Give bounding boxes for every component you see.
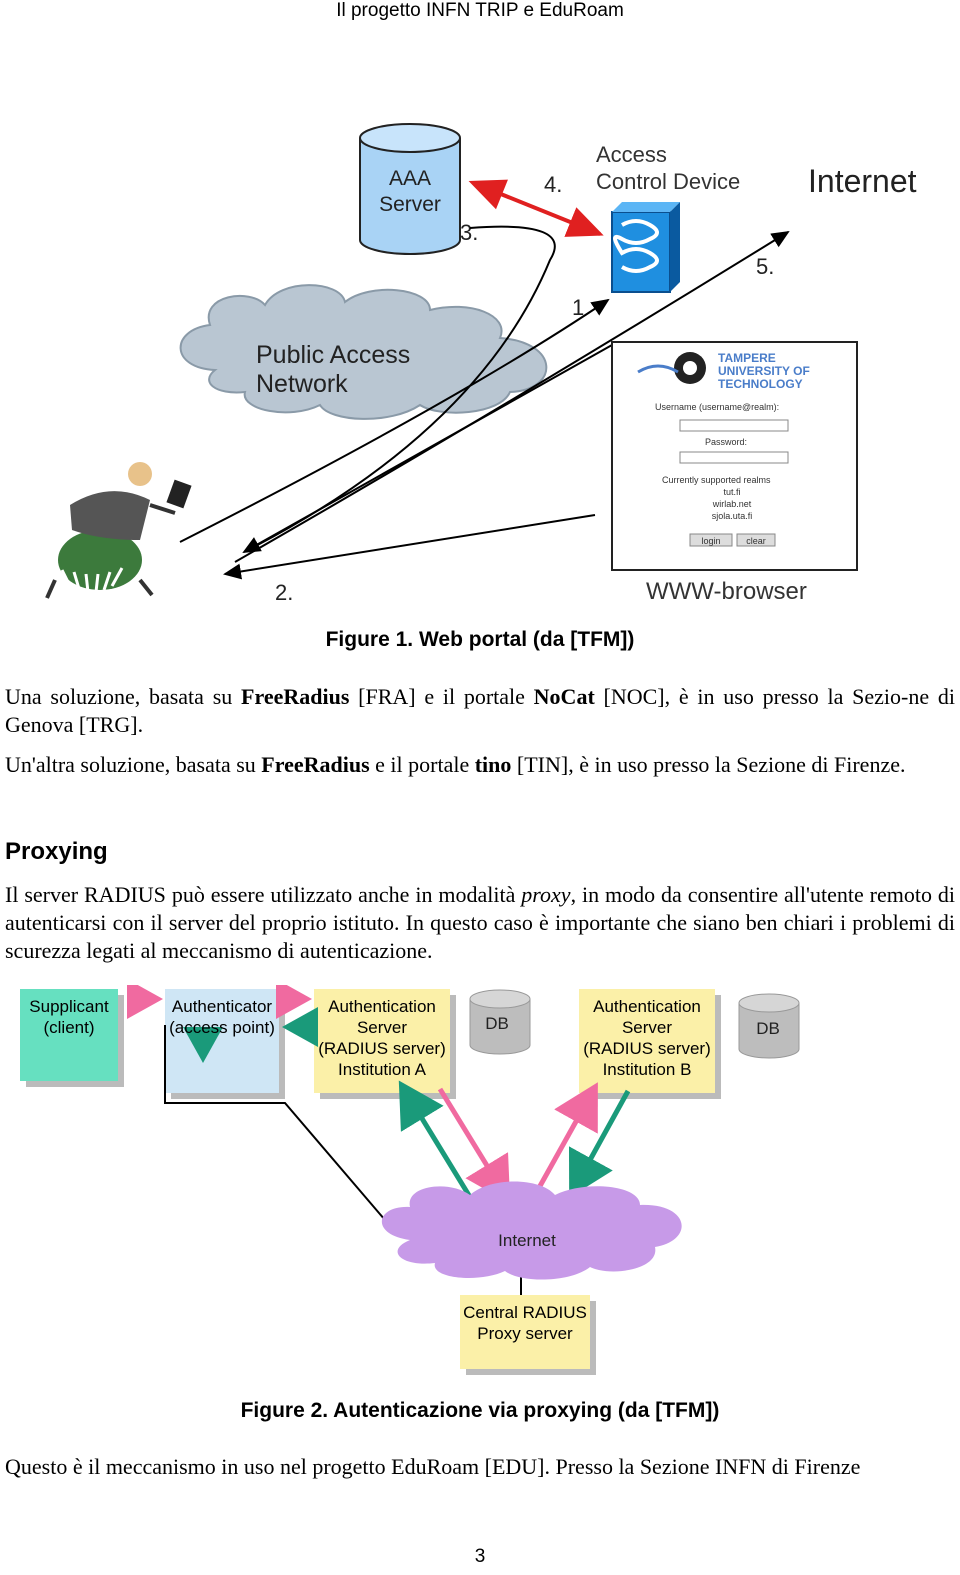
db-b-label: DB (756, 1019, 780, 1038)
paragraph-eduroam: Questo è il meccanismo in uso nel proget… (5, 1454, 861, 1479)
internet-label: Internet (808, 163, 917, 199)
user-with-laptop-icon (45, 462, 192, 599)
cloud-label-2: Network (256, 370, 348, 398)
logo-text-2: UNIVERSITY OF (718, 364, 810, 378)
auth-server-a-box (314, 989, 450, 1093)
access-label-2: Control Device (596, 169, 740, 194)
access-control-device-icon (611, 202, 680, 293)
aaa-label-1: AAA (389, 167, 431, 190)
step-5-arrow (234, 230, 790, 563)
step-1-arrow (179, 298, 610, 543)
running-header: Il progetto INFN TRIP e EduRoam (336, 0, 624, 21)
authenticator-to-internet-line (164, 1025, 386, 1221)
figure-1-caption: Figure 1. Web portal (da [TFM]) (325, 628, 635, 651)
figure-1-web-portal-diagram: AAA Server 3. Access Control Device Inte… (45, 123, 917, 605)
clear-button-label: clear (746, 536, 766, 546)
paragraph-firenze: Un'altra soluzione, basata su FreeRadius… (5, 752, 906, 777)
teal-arrow-a (398, 1080, 473, 1199)
realm-item: sjola.uta.fi (712, 511, 753, 521)
section-heading: Proxying (5, 838, 108, 865)
paragraph-genova: Una soluzione, basata su FreeRadius [FRA… (5, 684, 955, 737)
logo-text-1: TAMPERE (718, 351, 776, 365)
aaa-label-2: Server (379, 193, 441, 216)
realm-item: wirlab.net (712, 499, 752, 509)
pink-arrow-b (532, 1082, 598, 1197)
username-label: Username (username@realm): (655, 402, 779, 412)
browser-label: WWW-browser (646, 578, 807, 605)
pink-arrow-a (437, 1087, 511, 1204)
step-1-label: 1 (572, 295, 584, 320)
return-arrow (242, 344, 613, 553)
figure-2-proxying-diagram: DB DB Internet (20, 985, 800, 1375)
db-a-label: DB (485, 1014, 509, 1033)
internet-label: Internet (498, 1231, 556, 1250)
authenticator-label: Authenticator(access point) (169, 997, 275, 1037)
step-4-label: 4. (544, 172, 562, 197)
logo-text-3: TECHNOLOGY (718, 377, 803, 391)
step-3-curve (247, 225, 556, 551)
step-4-arrow (468, 179, 604, 237)
step-2-arrow (223, 514, 596, 580)
step-2-label: 2. (275, 580, 293, 605)
auth-server-b-box (579, 989, 715, 1093)
supplicant-label: Supplicant(client) (29, 997, 109, 1037)
aaa-server-icon (359, 123, 461, 255)
public-access-network-cloud (179, 284, 548, 420)
db-b-icon (738, 993, 800, 1059)
cloud-label-1: Public Access (256, 341, 410, 369)
supplicant-box (20, 989, 118, 1081)
figure-2-caption: Figure 2. Autenticazione via proxying (d… (240, 1399, 720, 1422)
step-3-label: 3. (460, 220, 478, 245)
login-panel (611, 341, 858, 571)
access-label-1: Access (596, 142, 667, 167)
proxy-server-box (460, 1295, 590, 1369)
db-a-icon (469, 989, 531, 1055)
teal-arrow-b (568, 1089, 631, 1198)
paragraph-proxying: Il server RADIUS può essere utilizzato a… (5, 882, 955, 963)
login-button-label: login (701, 536, 720, 546)
page-number: 3 (474, 1546, 486, 1567)
realm-item: tut.fi (723, 487, 740, 497)
realms-title: Currently supported realms (662, 475, 771, 485)
step-5-label: 5. (756, 254, 774, 279)
password-label: Password: (705, 437, 747, 447)
internet-cloud (381, 1181, 682, 1280)
